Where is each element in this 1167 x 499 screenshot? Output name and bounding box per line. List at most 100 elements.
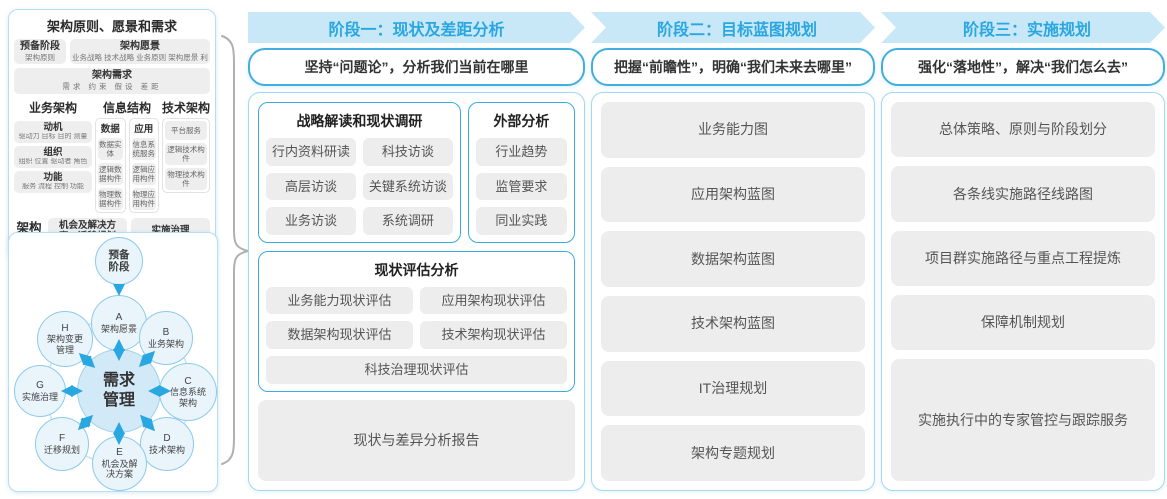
assessment-group: 现状评估分析 业务能力现状评估 应用架构现状评估 数据架构现状评估 技术架构现状… — [258, 250, 575, 392]
motivation-box: 动机 驱动力 目标 目的 测量 — [14, 120, 92, 143]
box-sub: 业务战略 技术战略 业务原则 架构愿景 利益相关者 — [72, 53, 208, 62]
data-subcolumn: 数据 数据实体 逻辑数据构件 物理数据构件 — [95, 117, 126, 213]
phase-1-subtitle: 坚持“问题论”，分析我们当前在哪里 — [248, 48, 585, 86]
external-analysis-group: 外部分析 行业趋势 监管要求 同业实践 — [467, 102, 575, 243]
assessment-item: 科技治理现状评估 — [266, 355, 567, 384]
information-structure-column: 信息结构 数据 数据实体 逻辑数据构件 物理数据构件 应用 信息系统服务 逻辑应… — [95, 99, 159, 213]
phase-3-subtitle: 强化“落地性”，解决“我们怎么去” — [881, 48, 1165, 86]
group-title: 外部分析 — [493, 113, 550, 129]
deliverable-item: 技术架构蓝图 — [601, 296, 865, 352]
node-label: 迁移规划 — [43, 444, 80, 455]
column-title: 信息结构 — [102, 100, 151, 115]
gap-analysis-report-box: 现状与差异分析报告 — [258, 399, 575, 481]
phase-3-content: 总体策略、原则与阶段划分 各条线实施路径线路图 项目群实施路径与重点工程提炼 保… — [881, 92, 1165, 491]
adm-node-preliminary: 预备阶段 — [95, 237, 143, 285]
phase-2-content: 业务能力图 应用架构蓝图 数据架构蓝图 技术架构蓝图 IT治理规划 架构专题规划 — [591, 92, 875, 491]
assessment-item: 数据架构现状评估 — [266, 321, 413, 349]
assessment-item: 应用架构现状评估 — [420, 286, 567, 315]
box-sub: 架构原则 — [25, 53, 55, 62]
node-letter: H — [61, 322, 69, 334]
adm-node-a: A 架构愿景 — [91, 295, 147, 351]
column-title: 业务架构 — [28, 100, 77, 115]
data-item: 逻辑数据构件 — [98, 162, 123, 185]
box-title: 实施治理 — [151, 225, 190, 237]
node-letter: D — [163, 433, 171, 445]
deliverable-item: 实施执行中的专家管控与跟踪服务 — [891, 359, 1155, 481]
data-item: 物理数据构件 — [98, 187, 123, 210]
tech-subcolumn: 平台服务 逻辑技术构件 物理技术构件 — [162, 117, 210, 193]
research-group: 战略解读和现状调研 行内资料研读 科技访谈 高层访谈 关键系统访谈 业务访谈 系… — [258, 102, 461, 243]
node-label: 业务架构 — [147, 338, 184, 349]
adm-node-g: G 实施治理 — [14, 365, 66, 417]
phase-3-header-band: 阶段三：实施规划 — [881, 12, 1165, 43]
architecture-requirements-box: 架构需求 需求 约束 假设 差距 — [14, 68, 210, 94]
node-letter: B — [162, 327, 170, 339]
deliverable-item: 业务能力图 — [601, 102, 865, 158]
adm-node-d: D 技术架构 — [140, 417, 194, 471]
tech-item: 平台服务 — [165, 120, 207, 140]
external-item: 行业趋势 — [475, 138, 567, 166]
adm-node-requirements-management: 需求管理 — [77, 349, 161, 433]
deliverable-item: IT治理规划 — [601, 360, 865, 417]
phase-2-subtitle: 把握“前瞻性”，明确“我们未来去哪里” — [591, 48, 875, 86]
deliverable-item: 保障机制规划 — [891, 295, 1155, 351]
deliverable-item: 各条线实施路径线路图 — [891, 166, 1155, 222]
business-architecture-column: 业务架构 动机 驱动力 目标 目的 测量 组织 组织 位置 驱动者 角色 功能 … — [14, 99, 92, 194]
node-letter: C — [184, 375, 192, 387]
node-letter: E — [116, 447, 123, 459]
node-label: 架构愿景 — [100, 323, 137, 334]
technical-architecture-column: 技术架构 平台服务 逻辑技术构件 物理技术构件 — [162, 99, 210, 193]
deliverable-item: 数据架构蓝图 — [601, 231, 865, 288]
prelim-phase-box: 预备阶段 架构原则 — [14, 39, 66, 65]
node-letter: A — [115, 312, 123, 324]
external-item: 同业实践 — [475, 207, 567, 235]
node-label: 实施治理 — [21, 391, 58, 402]
phase-1-content: 战略解读和现状调研 行内资料研读 科技访谈 高层访谈 关键系统访谈 业务访谈 系… — [248, 92, 585, 491]
subcolumn-title: 应用 — [134, 123, 154, 135]
box-title: 功能 — [43, 172, 63, 184]
node-label: 架构变更管理 — [46, 334, 83, 355]
deliverable-item: 总体策略、原则与阶段划分 — [891, 102, 1155, 158]
node-letter: G — [36, 380, 44, 392]
group-title: 现状评估分析 — [374, 261, 459, 278]
node-label: 需求管理 — [102, 372, 135, 409]
function-box: 功能 服务 流程 控制 功能 — [14, 171, 92, 194]
assessment-item: 业务能力现状评估 — [266, 286, 413, 315]
research-item: 科技访谈 — [362, 138, 453, 166]
box-title: 组织 — [43, 146, 63, 158]
adm-node-f: F 迁移规划 — [35, 417, 89, 471]
app-item: 逻辑应用构件 — [131, 162, 156, 185]
research-item: 行内资料研读 — [266, 138, 356, 166]
app-item: 信息系统服务 — [131, 137, 156, 160]
application-subcolumn: 应用 信息系统服务 逻辑应用构件 物理应用构件 — [128, 117, 159, 213]
node-label: 信息系统架构 — [169, 387, 206, 408]
box-sub: 组织 位置 驱动者 角色 — [18, 158, 88, 166]
research-item: 系统调研 — [362, 207, 453, 235]
phase-1-header-band: 阶段一：现状及差距分析 — [248, 12, 585, 43]
column-title: 技术架构 — [162, 100, 211, 115]
architecture-metamodel-panel: 架构原则、愿景和需求 预备阶段 架构原则 架构愿景 业务战略 技术战略 业务原则… — [8, 9, 216, 260]
phase-2-header-band: 阶段二：目标蓝图规划 — [591, 12, 875, 43]
phase-1-column: 阶段一：现状及差距分析 坚持“问题论”，分析我们当前在哪里 战略解读和现状调研 … — [248, 12, 585, 491]
tech-item: 逻辑技术构件 — [165, 142, 207, 165]
vision-row: 预备阶段 架构原则 架构愿景 业务战略 技术战略 业务原则 架构愿景 利益相关者 — [14, 39, 210, 65]
adm-node-h: H 架构变更管理 — [37, 311, 93, 367]
data-item: 数据实体 — [98, 137, 123, 160]
phase-2-column: 阶段二：目标蓝图规划 把握“前瞻性”，明确“我们未来去哪里” 业务能力图 应用架… — [591, 12, 875, 491]
deliverable-item: 项目群实施路径与重点工程提炼 — [891, 230, 1155, 287]
node-label: 技术架构 — [148, 444, 185, 455]
box-title: 架构愿景 — [120, 41, 160, 52]
box-title: 架构需求 — [92, 70, 132, 82]
adm-node-e: E 机会及解决方案 — [92, 436, 147, 491]
box-sub: 驱动力 目标 目的 测量 — [18, 133, 88, 141]
adm-node-b: B 业务架构 — [139, 311, 193, 365]
group-title: 战略解读和现状调研 — [296, 113, 423, 129]
adm-node-c: C 信息系统架构 — [159, 363, 217, 421]
adm-cycle-panel: 预备阶段 A 架构愿景 B 业务架构 C 信息系统架构 D 技术架构 E 机会及… — [8, 232, 218, 492]
architecture-domains-row: 业务架构 动机 驱动力 目标 目的 测量 组织 组织 位置 驱动者 角色 功能 … — [14, 99, 210, 213]
metamodel-title: 架构原则、愿景和需求 — [46, 19, 177, 34]
research-item: 高层访谈 — [266, 172, 356, 201]
architecture-vision-box: 架构愿景 业务战略 技术战略 业务原则 架构愿景 利益相关者 — [70, 39, 210, 65]
box-title: 动机 — [43, 121, 63, 133]
